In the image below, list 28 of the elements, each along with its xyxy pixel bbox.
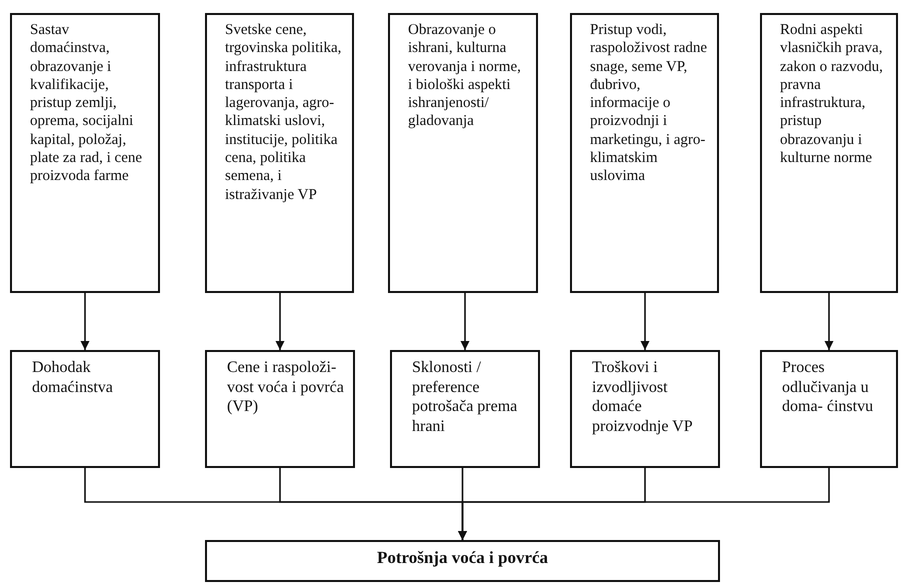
arrow: [80, 293, 90, 350]
box-text: Sklonosti / preference potrošača prema hrani: [412, 358, 518, 436]
result-box: [205, 540, 720, 582]
factor-box: [205, 13, 354, 293]
factor-box: [10, 13, 160, 293]
factor-box: [570, 13, 719, 293]
arrow: [640, 293, 650, 350]
arrow: [276, 293, 284, 350]
determinant-box: [205, 350, 355, 468]
box-text: Sastav domaćinstva, obrazovanje i kvalifikacije, pristup zemlji, oprema, socijalni kapital, položaj, plate za rad, i cene proizvoda farme: [30, 21, 144, 186]
box-text: Potrošnja voća i povrća: [376, 548, 550, 568]
determinant-box: [10, 350, 160, 468]
box-text: Pristup vodi, raspoloživost radne snage, seme VP, đubrivo, informacije o proizvodnji i marketingu, i agro- klimatskim uslovima: [590, 21, 708, 186]
arrow: [458, 468, 830, 540]
determinant-box: [570, 350, 720, 468]
arrow: [460, 293, 470, 350]
factor-box: [760, 13, 898, 293]
determinant-box: [760, 350, 898, 468]
box-text: Svetske cene, trgovinska politika, infrastruktura transporta i lagerovanja, agro-klimatski uslovi, institucije, politika cena, politika semena, i istraživanje VP: [225, 21, 342, 204]
box-text: Proces odlučivanja u doma- ćinstvu: [782, 358, 874, 417]
box-text: Troškovi i izvodljivost domaće proizvodnje VP: [592, 358, 694, 436]
box-text: Dohodak domaćinstva: [32, 358, 114, 398]
box-text: Obrazovanje o ishrani, kulturna verovanja i norme, i biološki aspekti ishranjenosti/ gladovanja: [408, 21, 522, 131]
determinant-box: [390, 350, 540, 468]
factor-box: [388, 13, 538, 293]
arrow: [824, 293, 834, 350]
box-text: Rodni aspekti vlasničkih prava, zakon o razvodu, pravna infrastruktura, pristup obrazovanju i kulturne norme: [780, 21, 884, 168]
box-text: Cene i raspoloži- vost voća i povrća (VP): [227, 358, 345, 417]
